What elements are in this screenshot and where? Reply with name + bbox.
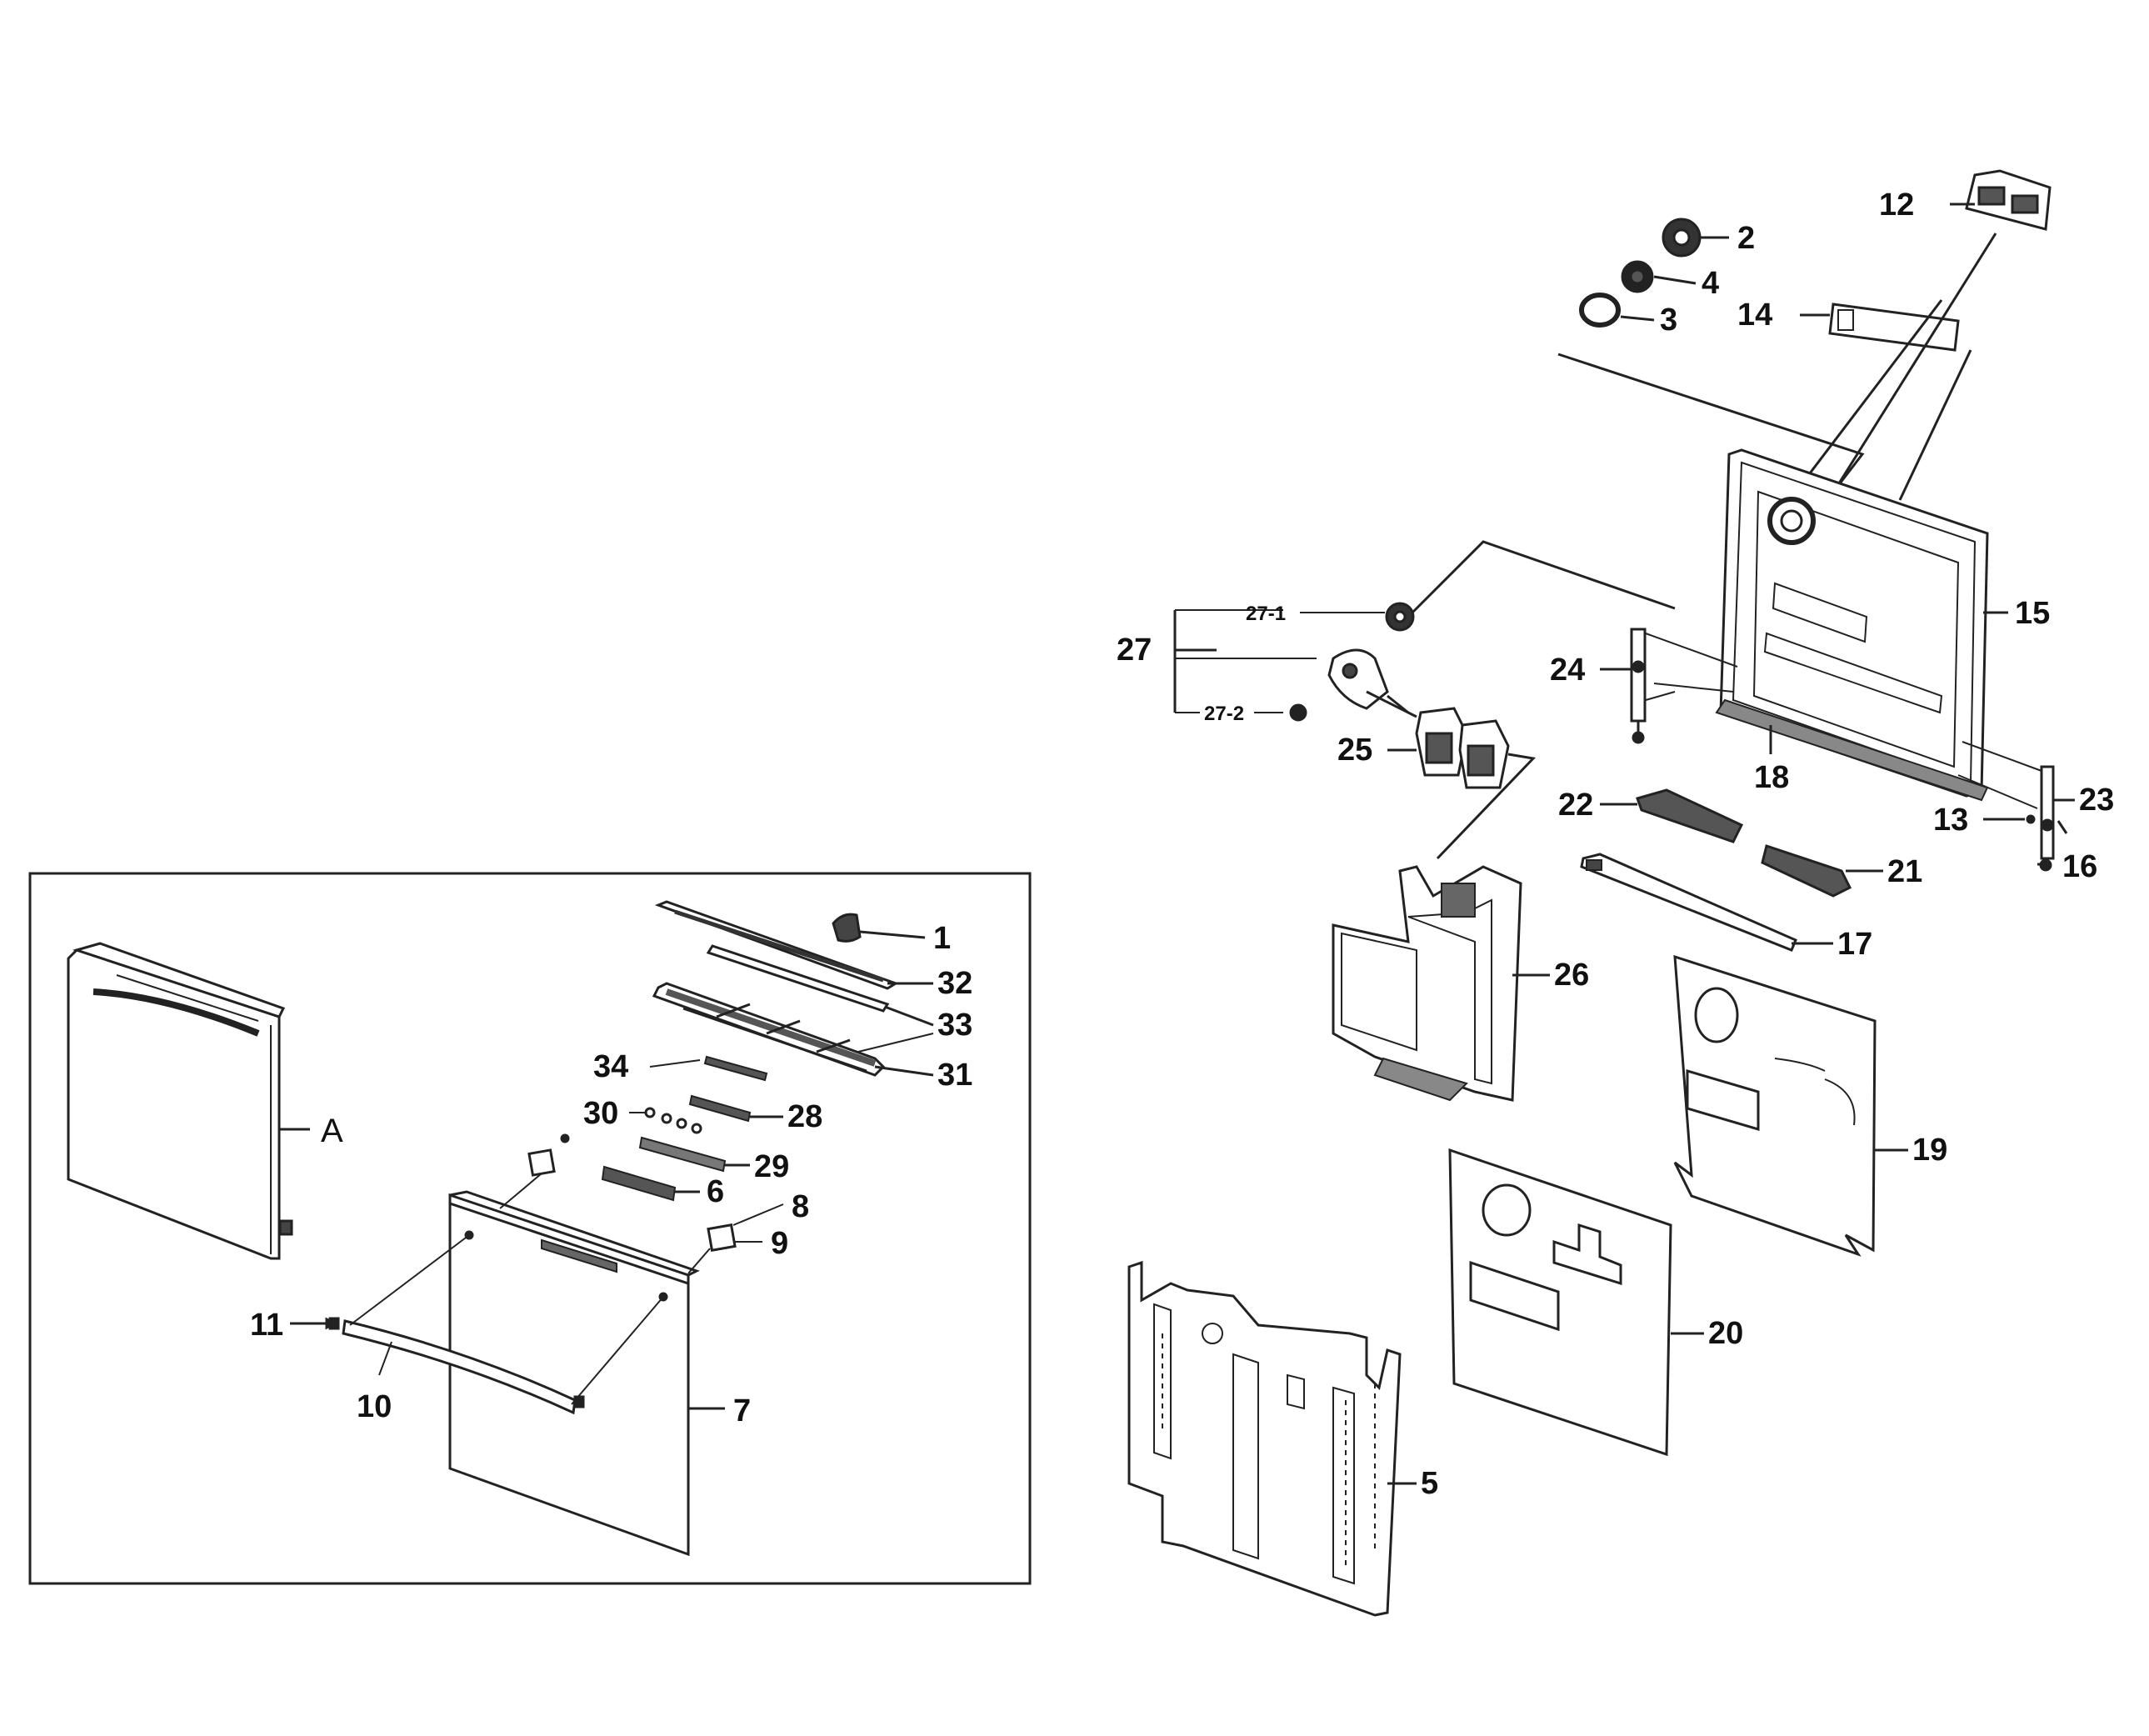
label-16: 16 xyxy=(2062,849,2097,884)
label-32: 32 xyxy=(937,966,972,1001)
label-22: 22 xyxy=(1558,788,1593,823)
label-28: 28 xyxy=(787,1099,822,1134)
part-27-lever xyxy=(1327,648,1417,718)
label-12: 12 xyxy=(1879,188,1914,223)
label-27-2: 27-2 xyxy=(1204,703,1244,725)
label-34: 34 xyxy=(593,1049,628,1084)
label-29: 29 xyxy=(754,1149,789,1184)
label-5: 5 xyxy=(1421,1466,1438,1501)
label-14: 14 xyxy=(1737,298,1772,333)
callout-labels: 1 32 33 31 34 30 28 29 6 8 9 A 11 10 7 1… xyxy=(250,188,2114,1501)
door-handle xyxy=(342,1319,577,1415)
part-5-outer-panel xyxy=(1127,1260,1402,1617)
part-2-cap xyxy=(1662,218,1702,258)
control-panel-strip xyxy=(654,900,933,1013)
label-25: 25 xyxy=(1337,733,1372,768)
part-17-bar xyxy=(1580,853,1797,952)
label-24: 24 xyxy=(1550,653,1585,688)
label-19: 19 xyxy=(1912,1133,1947,1168)
label-23: 23 xyxy=(2079,783,2114,818)
label-30: 30 xyxy=(583,1096,618,1131)
part-23-bracket xyxy=(2040,765,2068,860)
label-33: 33 xyxy=(937,1008,972,1043)
part-27-1-gear xyxy=(1385,602,1415,632)
label-2: 2 xyxy=(1737,221,1755,256)
inner-door-panel xyxy=(1715,448,1989,802)
part-4-ring xyxy=(1621,260,1654,293)
label-15: 15 xyxy=(2015,596,2050,631)
part-22-rail xyxy=(1636,788,1744,843)
label-3: 3 xyxy=(1660,303,1677,338)
inset-frame xyxy=(28,872,1032,1585)
label-11: 11 xyxy=(250,1308,283,1343)
part-1-knob xyxy=(832,913,926,943)
label-18: 18 xyxy=(1754,760,1789,795)
part-21-rail xyxy=(1761,844,1852,898)
label-6: 6 xyxy=(707,1174,724,1209)
label-7: 7 xyxy=(733,1393,751,1428)
label-8: 8 xyxy=(792,1189,809,1224)
label-26: 26 xyxy=(1554,958,1589,993)
label-9: 9 xyxy=(771,1226,788,1261)
label-13: 13 xyxy=(1933,803,1968,838)
label-27: 27 xyxy=(1117,633,1152,668)
part-3-gasket xyxy=(1579,293,1621,328)
label-20: 20 xyxy=(1708,1316,1743,1351)
label-1: 1 xyxy=(933,921,951,956)
part-24-bracket xyxy=(1630,628,1647,744)
part-25-hinge xyxy=(1415,707,1510,789)
label-4: 4 xyxy=(1702,266,1719,301)
part-12-bracket xyxy=(1965,169,2052,231)
part-19-insulation xyxy=(1673,954,1877,1257)
part-26-duct xyxy=(1332,865,1522,1102)
label-27-1: 27-1 xyxy=(1246,603,1286,625)
outer-door-panel xyxy=(448,1190,700,1557)
label-17: 17 xyxy=(1837,927,1872,962)
label-a: A xyxy=(321,1113,343,1149)
assembled-door-a xyxy=(67,942,293,1260)
label-31: 31 xyxy=(937,1058,972,1093)
part-20-insulation xyxy=(1448,1148,1672,1457)
label-10: 10 xyxy=(357,1389,392,1424)
label-21: 21 xyxy=(1887,854,1922,889)
